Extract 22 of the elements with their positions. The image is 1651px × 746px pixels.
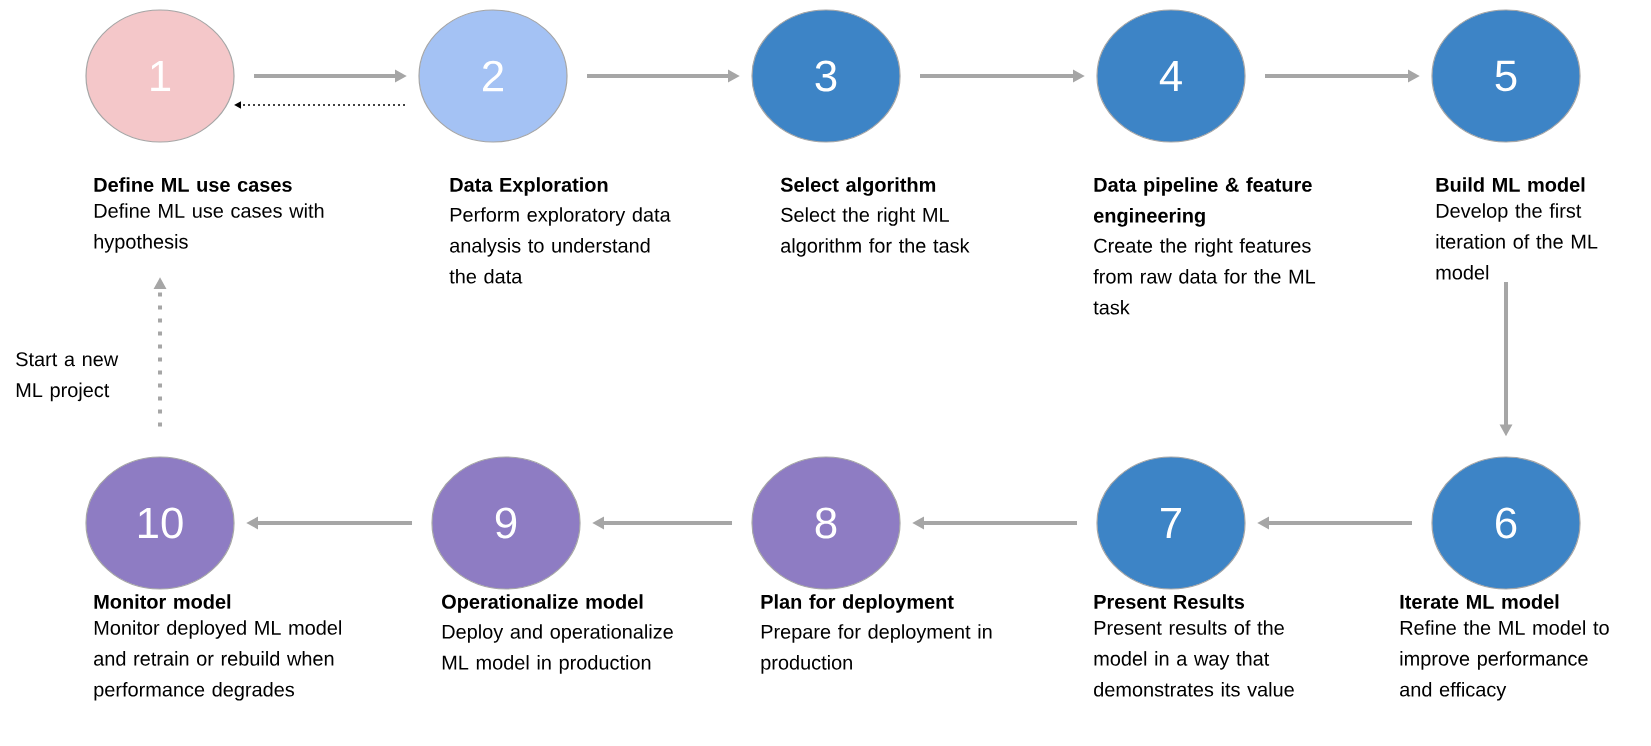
step-heading: Operationalize model (442, 594, 643, 613)
step-heading: Data pipeline & feature engineering (1094, 177, 1312, 227)
step-heading: Plan for deployment (761, 594, 954, 613)
step-heading: Present Results (1094, 594, 1245, 609)
step-description: Deploy and operationalize ML model in production (442, 624, 673, 674)
step-description: Prepare for deployment in production (761, 624, 992, 674)
step-heading: Monitor model (94, 594, 231, 609)
arrow (234, 101, 406, 109)
step-description: Develop the first iteration of the ML model (1436, 203, 1598, 280)
step-heading: Data Exploration (450, 177, 608, 196)
step-description: Select the right ML algorithm for the task (781, 207, 970, 257)
note-text: Start a new ML project (16, 352, 119, 402)
step-description: Monitor deployed ML model and retrain or rebuild when performance degrades (94, 620, 341, 701)
step-heading: Define ML use cases (94, 177, 292, 192)
step-description: Refine the ML model to improve performance and efficacy (1400, 620, 1609, 701)
step-heading: Select algorithm (780, 177, 936, 196)
step-description: Perform exploratory data analysis to understand the data (449, 207, 671, 284)
step-description: Present results of the model in a way that demonstrates its value (1094, 620, 1294, 697)
step-heading: Build ML model (1436, 177, 1585, 192)
step-description: Define ML use cases with hypothesis (94, 203, 324, 253)
step-heading: Iterate ML model (1400, 594, 1559, 609)
step-description: Create the right features from raw data for the ML task (1093, 238, 1316, 315)
